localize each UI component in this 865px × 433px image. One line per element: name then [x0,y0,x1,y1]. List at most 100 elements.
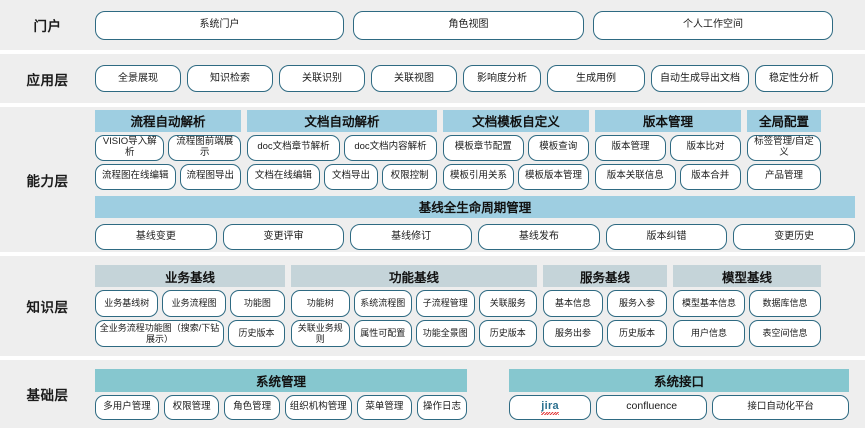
app-item-impact-analysis[interactable]: 影响度分析 [463,65,541,92]
portal-item-personal-workspace[interactable]: 个人工作空间 [593,10,833,40]
group-header-model-baseline: 模型基线 [673,265,821,287]
lifecycle-item-change-review[interactable]: 变更评审 [222,223,345,250]
group-row: 流程图在线编辑 流程图导出 [95,163,241,190]
lifecycle-item-change-history[interactable]: 变更历史 [733,223,856,250]
found-item-menu-management[interactable]: 菜单管理 [356,394,413,420]
know-item-function-history-version[interactable]: 历史版本 [478,320,537,347]
cap-item-template-reference[interactable]: 模板引用关系 [443,163,514,190]
capability-group-version-mgmt: 版本管理 版本管理 版本比对 版本关联信息 版本合并 [595,109,741,190]
know-item-business-baseline-tree[interactable]: 业务基线树 [95,290,159,317]
know-item-service-output-params[interactable]: 服务出参 [543,320,603,347]
know-item-tablespace-info[interactable]: 表空间信息 [749,320,821,347]
lifecycle-item-baseline-release[interactable]: 基线发布 [478,223,600,250]
know-item-related-business-rules[interactable]: 关联业务规则 [291,320,350,347]
layer-label-capability: 能力层 [26,173,69,189]
found-item-permission-management[interactable]: 权限管理 [163,394,220,420]
cap-item-product-management[interactable]: 产品管理 [747,163,821,190]
layer-label-foundation: 基础层 [26,388,69,403]
group-row: 模板引用关系 模板版本管理 [443,163,589,190]
cap-item-flow-online-edit[interactable]: 流程图在线编辑 [95,163,176,190]
capability-group-doc-parsing: 文档自动解析 doc文档章节解析 doc文档内容解析 文档在线编辑 文档导出 权… [247,109,437,190]
cap-item-template-version-mgmt[interactable]: 模板版本管理 [518,163,589,190]
know-item-function-panorama[interactable]: 功能全景图 [416,320,475,347]
lifecycle-item-baseline-change[interactable]: 基线变更 [95,223,217,250]
cap-item-version-management[interactable]: 版本管理 [595,134,666,161]
found-item-org-structure-management[interactable]: 组织机构管理 [284,394,352,420]
group-row: doc文档章节解析 doc文档内容解析 [247,134,437,161]
lifecycle-item-version-correction[interactable]: 版本纠错 [605,223,728,250]
know-item-related-services[interactable]: 关联服务 [478,290,537,317]
know-item-service-history-version[interactable]: 历史版本 [607,320,667,347]
cap-item-flow-frontend-display[interactable]: 流程图前端展示 [168,134,241,161]
know-item-function-chart[interactable]: 功能图 [229,290,285,317]
cap-item-visio-import-parse[interactable]: VISIO导入解析 [95,134,165,161]
group-row: 标签管理/自定义 [747,134,821,161]
layer-label-portal: 门户 [33,19,62,34]
found-item-confluence[interactable]: confluence [596,394,708,420]
group-row: 基本信息 服务入参 [543,290,667,317]
portal-item-system-portal[interactable]: 系统门户 [95,10,344,40]
know-item-user-info[interactable]: 用户信息 [673,320,745,347]
cap-item-version-relation-info[interactable]: 版本关联信息 [595,163,676,190]
group-row: 多用户管理 权限管理 角色管理 组织机构管理 菜单管理 操作日志 [95,394,467,420]
know-item-full-business-flow-function-chart[interactable]: 全业务流程功能图（搜索/下钻展示） [95,320,225,347]
app-item-panorama[interactable]: 全景展现 [95,65,181,92]
know-item-model-basic-info[interactable]: 模型基本信息 [673,290,745,317]
group-row: 模板章节配置 模板查询 [443,134,589,161]
knowledge-group-function-baseline: 功能基线 功能树 系统流程图 子流程管理 关联服务 关联业务规则 属性可配置 功… [291,265,537,347]
group-header-doc-template: 文档模板自定义 [443,109,589,132]
portal-item-role-view[interactable]: 角色视图 [353,10,584,40]
capability-group-grid: 流程自动解析 VISIO导入解析 流程图前端展示 流程图在线编辑 流程图导出 文… [95,109,855,190]
know-item-attribute-configurable[interactable]: 属性可配置 [353,320,412,347]
cap-item-permission-control[interactable]: 权限控制 [382,163,437,190]
group-row: 全业务流程功能图（搜索/下钻展示） 历史版本 [95,320,285,347]
know-item-system-flow-chart[interactable]: 系统流程图 [353,290,412,317]
cap-item-doc-export[interactable]: 文档导出 [323,163,379,190]
app-item-stability-analysis[interactable]: 稳定性分析 [755,65,833,92]
know-item-function-tree[interactable]: 功能树 [291,290,350,317]
knowledge-group-grid: 业务基线 业务基线树 业务流程图 功能图 全业务流程功能图（搜索/下钻展示） 历… [95,265,855,347]
app-item-knowledge-search[interactable]: 知识检索 [187,65,273,92]
cap-item-doc-chapter-parse[interactable]: doc文档章节解析 [247,134,340,161]
group-row: 关联业务规则 属性可配置 功能全景图 历史版本 [291,320,537,347]
cap-item-template-query[interactable]: 模板查询 [527,134,589,161]
found-item-operation-log[interactable]: 操作日志 [417,394,467,420]
lifecycle-item-baseline-revision[interactable]: 基线修订 [350,223,473,250]
group-row: 功能树 系统流程图 子流程管理 关联服务 [291,290,537,317]
layer-portal: 门户 系统门户 角色视图 个人工作空间 [0,0,865,50]
group-row: 模型基本信息 数据库信息 [673,290,821,317]
group-row: 产品管理 [747,163,821,190]
know-item-service-input-params[interactable]: 服务入参 [607,290,667,317]
application-item-row: 全景展现 知识检索 关联识别 关联视图 影响度分析 生成用例 自动生成导出文档 … [95,65,855,92]
group-row: 版本关联信息 版本合并 [595,163,741,190]
cap-item-doc-online-edit[interactable]: 文档在线编辑 [247,163,320,190]
cap-item-flow-export[interactable]: 流程图导出 [179,163,241,190]
portal-item-row: 系统门户 角色视图 个人工作空间 [95,10,855,40]
cap-item-version-compare[interactable]: 版本比对 [670,134,741,161]
app-item-auto-export-doc[interactable]: 自动生成导出文档 [651,65,749,92]
found-item-jira[interactable]: jira [509,394,592,420]
capability-group-doc-template: 文档模板自定义 模板章节配置 模板查询 模板引用关系 模板版本管理 [443,109,589,190]
found-item-role-management[interactable]: 角色管理 [224,394,280,420]
group-header-global-config: 全局配置 [747,109,821,132]
group-header-service-baseline: 服务基线 [543,265,667,287]
found-item-interface-automation-platform[interactable]: 接口自动化平台 [712,394,849,420]
baseline-lifecycle-row: 基线变更 变更评审 基线修订 基线发布 版本纠错 变更历史 [95,223,856,250]
group-header-process-parsing: 流程自动解析 [95,109,241,132]
know-item-history-version[interactable]: 历史版本 [228,320,285,347]
know-item-business-flow-chart[interactable]: 业务流程图 [162,290,226,317]
app-item-generate-case[interactable]: 生成用例 [547,65,645,92]
app-item-relation-view[interactable]: 关联视图 [371,65,457,92]
group-row: 服务出参 历史版本 [543,320,667,347]
cap-item-tag-management[interactable]: 标签管理/自定义 [747,134,821,161]
jira-logo-text: jira [541,400,559,416]
app-item-relation-recognition[interactable]: 关联识别 [279,65,365,92]
cap-item-version-merge[interactable]: 版本合并 [679,163,741,190]
know-item-subprocess-management[interactable]: 子流程管理 [416,290,475,317]
know-item-service-basic-info[interactable]: 基本信息 [543,290,603,317]
cap-item-doc-content-parse[interactable]: doc文档内容解析 [344,134,437,161]
group-header-system-interface: 系统接口 [509,368,849,392]
know-item-database-info[interactable]: 数据库信息 [749,290,821,317]
found-item-multi-user-management[interactable]: 多用户管理 [95,394,159,420]
cap-item-template-chapter-config[interactable]: 模板章节配置 [443,134,524,161]
